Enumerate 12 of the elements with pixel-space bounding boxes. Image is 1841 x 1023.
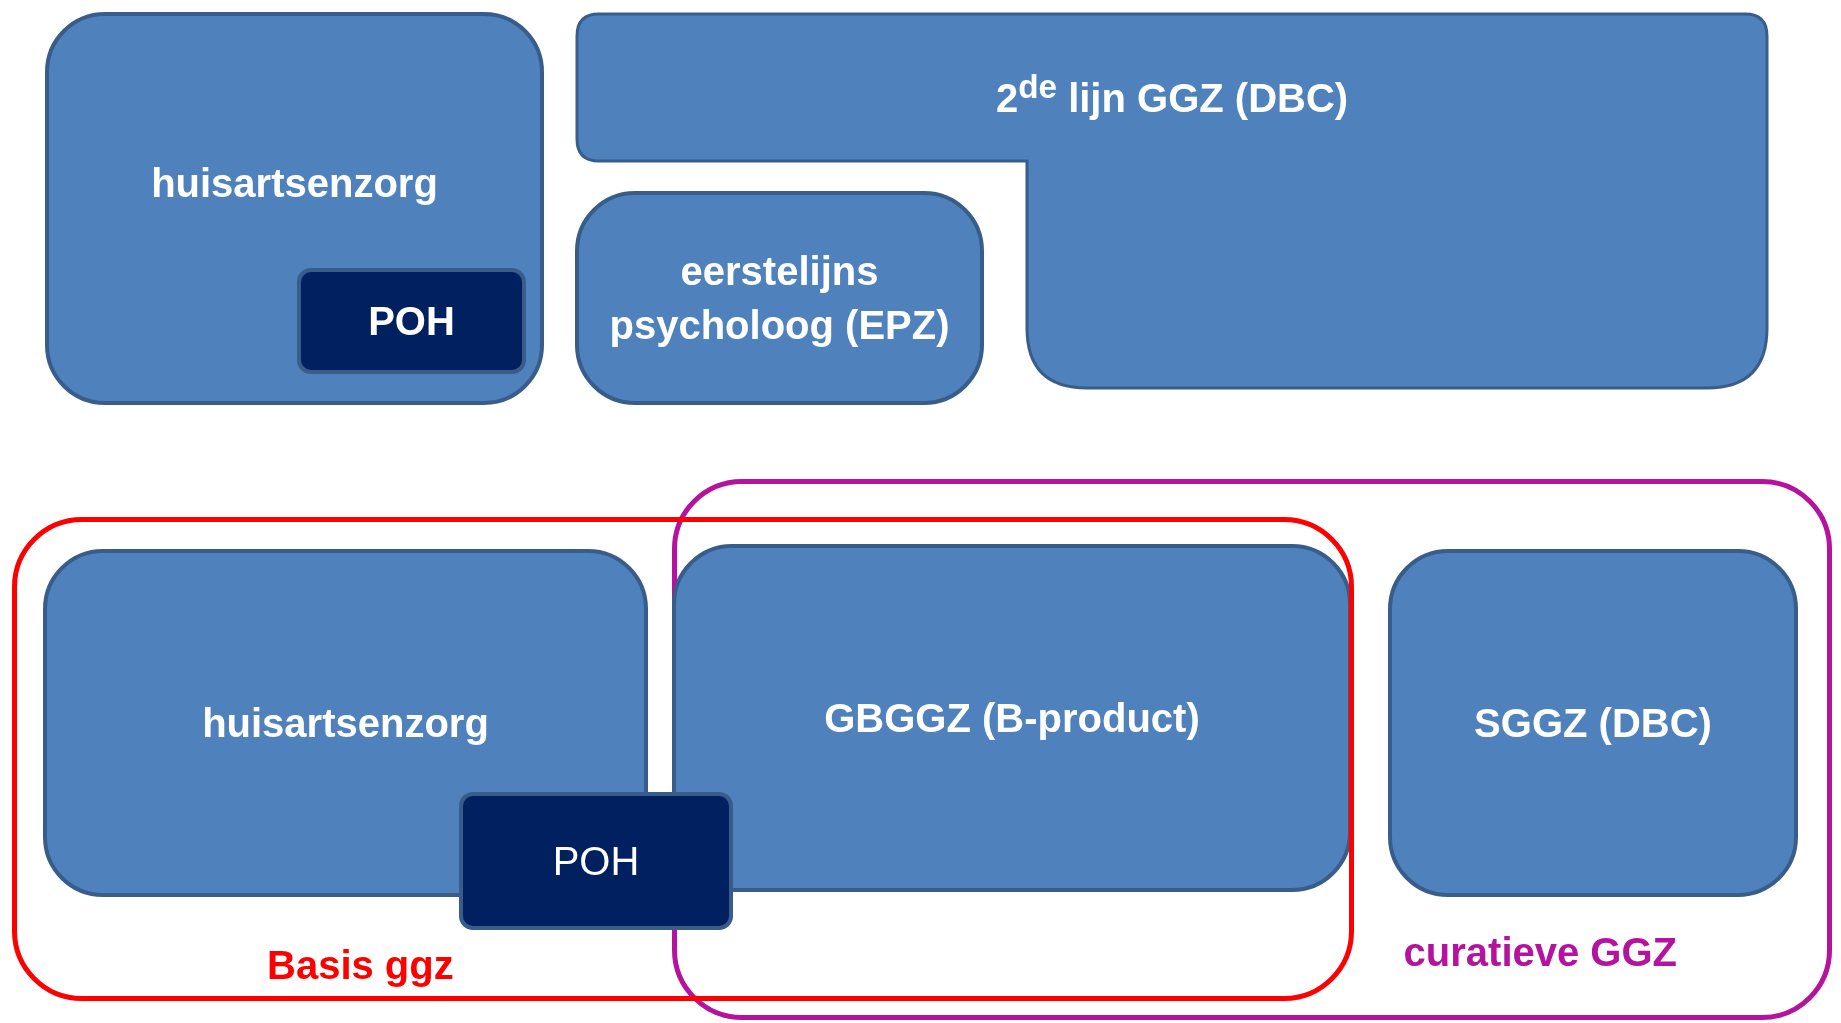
rounded-box: GBGGZ (B-product) [672,544,1352,892]
l-shaped-panel [575,12,1769,390]
panel-label: 2$^{de}$ lijn GGZ (DBC) [994,68,1350,122]
region-label: Basis ggz [267,943,454,988]
rounded-box [45,12,544,405]
rounded-box: POH [459,792,733,930]
rounded-box: SGGZ (DBC) [1388,549,1798,897]
rounded-box: POH [297,268,526,374]
region-label: curatieve GGZ [1403,930,1677,975]
box-label: huisartsenzorg [150,160,439,207]
rounded-box: eerstelijns psycholoog (EPZ) [575,191,984,405]
region-outline [672,479,1832,1020]
